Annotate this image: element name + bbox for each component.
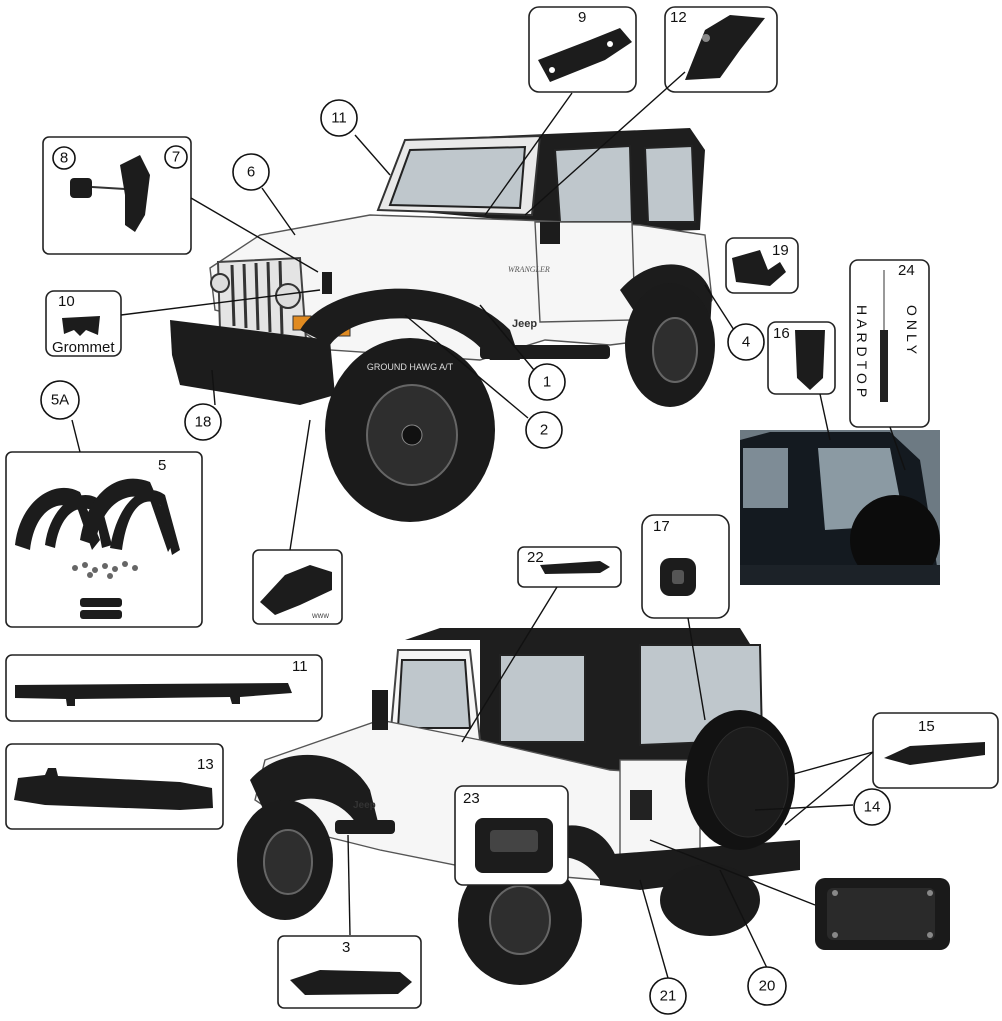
spare-tire-cover bbox=[685, 710, 795, 850]
part-box-22[interactable]: 22 bbox=[517, 546, 622, 588]
part-box-17[interactable]: 17 bbox=[641, 514, 730, 619]
weatherstrip-part-icon bbox=[540, 561, 610, 574]
latch-cover-part-icon bbox=[732, 250, 786, 286]
part-label-11: 11 bbox=[292, 658, 308, 675]
part-label-23: 23 bbox=[463, 790, 480, 807]
front-jeep-badge: Jeep bbox=[512, 318, 537, 330]
door-handle-part-icon bbox=[475, 818, 553, 873]
part-box-19[interactable]: 19 bbox=[725, 237, 799, 294]
svg-text:21: 21 bbox=[660, 988, 677, 1005]
svg-text:7: 7 bbox=[172, 149, 180, 166]
callout-21[interactable]: 21 bbox=[649, 977, 687, 1015]
callout-11-top[interactable]: 11 bbox=[320, 99, 358, 137]
part-label-19: 19 bbox=[772, 242, 789, 259]
svg-text:20: 20 bbox=[759, 978, 776, 995]
svg-text:6: 6 bbox=[247, 164, 255, 181]
part-box-9[interactable]: 9 bbox=[528, 6, 637, 93]
part-box-24[interactable]: 24 HARDTOP ONLY bbox=[849, 259, 930, 428]
grommet-part-icon bbox=[62, 316, 100, 336]
part-box-10[interactable]: 10 Grommet bbox=[45, 290, 122, 357]
rear-vehicle: Jeep bbox=[237, 628, 800, 985]
part-label-17: 17 bbox=[653, 518, 670, 535]
hardtop-vertical-text: HARDTOP bbox=[854, 305, 870, 401]
part-label-12: 12 bbox=[670, 9, 687, 26]
bumper-part-icon bbox=[14, 768, 213, 810]
part-label-24: 24 bbox=[898, 262, 915, 279]
part-box-11[interactable]: 11 bbox=[5, 654, 323, 722]
bracket-part-icon bbox=[685, 15, 765, 80]
callout-20[interactable]: 20 bbox=[747, 966, 787, 1006]
svg-text:2: 2 bbox=[540, 422, 548, 439]
part-label-22: 22 bbox=[527, 549, 544, 566]
part-label-3: 3 bbox=[342, 939, 350, 956]
bumper-stop-part-icon bbox=[660, 558, 696, 596]
hardtop-photo bbox=[740, 430, 940, 585]
hood-catch-part-icon bbox=[70, 155, 150, 232]
hinge-bracket-part-icon bbox=[795, 330, 825, 390]
part-label-16: 16 bbox=[773, 325, 790, 342]
part-label-13: 13 bbox=[197, 756, 214, 773]
part-label-9: 9 bbox=[578, 9, 586, 26]
part-box-7-8[interactable]: 8 7 bbox=[42, 136, 192, 255]
tire-sidewall-text: GROUND HAWG A/T bbox=[367, 362, 454, 372]
part-box-15[interactable]: 15 bbox=[872, 712, 999, 789]
license-bracket-part[interactable] bbox=[815, 878, 950, 950]
grommet-caption: Grommet bbox=[52, 339, 115, 356]
part-box-12[interactable]: 12 bbox=[664, 6, 778, 93]
liftgate-strut-part-icon bbox=[880, 270, 888, 402]
fender-flare-kit-icon bbox=[15, 478, 180, 619]
svg-text:8: 8 bbox=[60, 150, 68, 167]
part-box-23[interactable]: 23 bbox=[454, 785, 569, 886]
callout-2[interactable]: 2 bbox=[525, 411, 563, 449]
callout-7[interactable]: 7 bbox=[164, 145, 188, 169]
part-label-15: 15 bbox=[918, 718, 935, 735]
part-label-10: 10 bbox=[58, 293, 75, 310]
part-label-5: 5 bbox=[158, 457, 166, 474]
callout-4[interactable]: 4 bbox=[727, 323, 765, 361]
rocker-guard-part-icon bbox=[290, 970, 412, 995]
front-vehicle: GROUND HAWG A/T Jeep WRANGLER bbox=[170, 128, 715, 522]
part-box-5[interactable]: 5 bbox=[5, 451, 203, 628]
callout-6[interactable]: 6 bbox=[232, 153, 270, 191]
part-box-3[interactable]: 3 bbox=[277, 935, 422, 1009]
hinge-part-icon bbox=[538, 28, 632, 82]
svg-text:WWW: WWW bbox=[312, 614, 329, 620]
callout-1[interactable]: 1 bbox=[528, 363, 566, 401]
side-bar-part-icon bbox=[15, 683, 292, 706]
svg-text:14: 14 bbox=[864, 799, 881, 816]
svg-text:1: 1 bbox=[543, 374, 551, 391]
tailgate-trim-part-icon bbox=[884, 742, 985, 765]
front-tire: GROUND HAWG A/T bbox=[325, 338, 495, 522]
callout-5a[interactable]: 5A bbox=[40, 380, 80, 420]
tow-hook-part-icon bbox=[260, 565, 332, 615]
svg-text:5A: 5A bbox=[51, 392, 69, 409]
only-vertical-text: ONLY bbox=[904, 305, 920, 358]
svg-text:4: 4 bbox=[742, 334, 750, 351]
part-box-16[interactable]: 16 bbox=[767, 321, 836, 395]
rear-jeep-badge: Jeep bbox=[353, 800, 376, 811]
svg-text:18: 18 bbox=[195, 414, 212, 431]
part-box-tow-hook[interactable]: WWW bbox=[252, 549, 343, 625]
svg-text:WRANGLER: WRANGLER bbox=[508, 265, 550, 274]
callout-14[interactable]: 14 bbox=[853, 788, 891, 826]
leader-lines bbox=[71, 71, 906, 979]
callout-18[interactable]: 18 bbox=[184, 403, 222, 441]
part-box-13[interactable]: 13 bbox=[5, 743, 224, 830]
svg-text:11: 11 bbox=[331, 110, 347, 127]
callout-8[interactable]: 8 bbox=[52, 146, 76, 170]
